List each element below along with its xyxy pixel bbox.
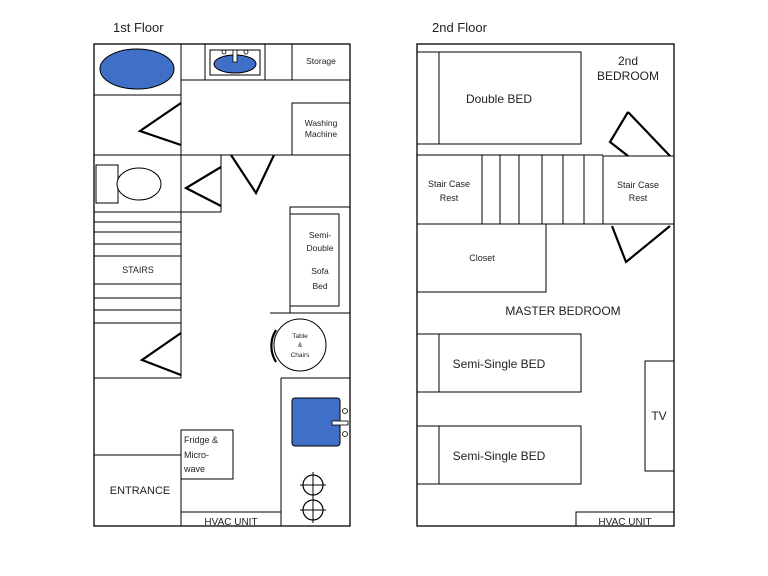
tv-unit <box>644 360 675 472</box>
closet <box>416 223 547 293</box>
tv-label: TV <box>651 409 666 423</box>
bed-b-label: Semi-Single BED <box>453 449 546 463</box>
fridge-label-3: wave <box>183 464 205 474</box>
table-label-1: Table <box>292 333 308 340</box>
rest-left-label-2: Rest <box>440 193 459 203</box>
bedroom2-door-icon <box>608 111 671 157</box>
bedroom2-label-2: BEDROOM <box>597 69 659 83</box>
double-bed-label: Double BED <box>466 92 532 106</box>
first-hvac-label: HVAC UNIT <box>204 517 257 528</box>
stairs-label: STAIRS <box>122 265 154 275</box>
entrance-label: ENTRANCE <box>110 485 171 497</box>
stove-icon <box>300 472 326 523</box>
table-label-3: Chairs <box>291 352 311 359</box>
second-floor-title: 2nd Floor <box>432 20 488 35</box>
master-bedroom-label: MASTER BEDROOM <box>505 304 620 318</box>
sofa-label-3: Sofa <box>311 266 329 276</box>
storage-label: Storage <box>306 56 336 66</box>
fridge-label-2: Micro- <box>184 450 209 460</box>
sofa-label-2: Double <box>307 243 334 253</box>
washing-label-2: Machine <box>305 129 337 139</box>
rest-left-label-1: Stair Case <box>428 179 470 189</box>
stair-rest-right <box>602 155 675 225</box>
bathtub-icon <box>99 48 175 90</box>
rest-right-label-2: Rest <box>629 193 648 203</box>
toilet-icon <box>95 164 162 204</box>
sofa-bed <box>289 206 351 314</box>
sofa-label-4: Bed <box>312 281 327 291</box>
toilet-door-icon <box>183 166 222 207</box>
first-floor-stairs <box>94 211 182 378</box>
sink-icon <box>209 49 261 76</box>
washing-label-1: Washing <box>305 118 338 128</box>
first-floor: 1st Floor Storage Washing Machine <box>93 20 351 528</box>
bed-a-label: Semi-Single BED <box>453 357 546 371</box>
sofa-label-1: Semi- <box>309 230 331 240</box>
second-floor: 2nd Floor Double BED 2nd BEDROOM Stair C… <box>416 20 675 528</box>
bathroom-door-icon <box>137 102 182 147</box>
closet-door-icon <box>139 332 182 377</box>
table-icon <box>270 312 350 372</box>
first-floor-hvac <box>180 511 282 527</box>
second-floor-hvac <box>575 511 675 527</box>
first-floor-title: 1st Floor <box>113 20 164 35</box>
master-door-icon <box>610 225 671 264</box>
semi-single-bed-a <box>416 333 582 393</box>
second-floor-stairs <box>481 155 585 224</box>
second-hvac-label: HVAC UNIT <box>598 517 651 528</box>
hall-door-icon <box>230 154 275 196</box>
closet-label: Closet <box>469 253 495 263</box>
fridge-label-1: Fridge & <box>184 435 218 445</box>
kitchen-counter <box>280 377 350 526</box>
semi-single-bed-b <box>416 425 582 485</box>
bedroom2-label-1: 2nd <box>618 54 638 68</box>
rest-right-label-1: Stair Case <box>617 180 659 190</box>
table-label-2: & <box>298 342 303 349</box>
double-bed <box>416 51 582 145</box>
